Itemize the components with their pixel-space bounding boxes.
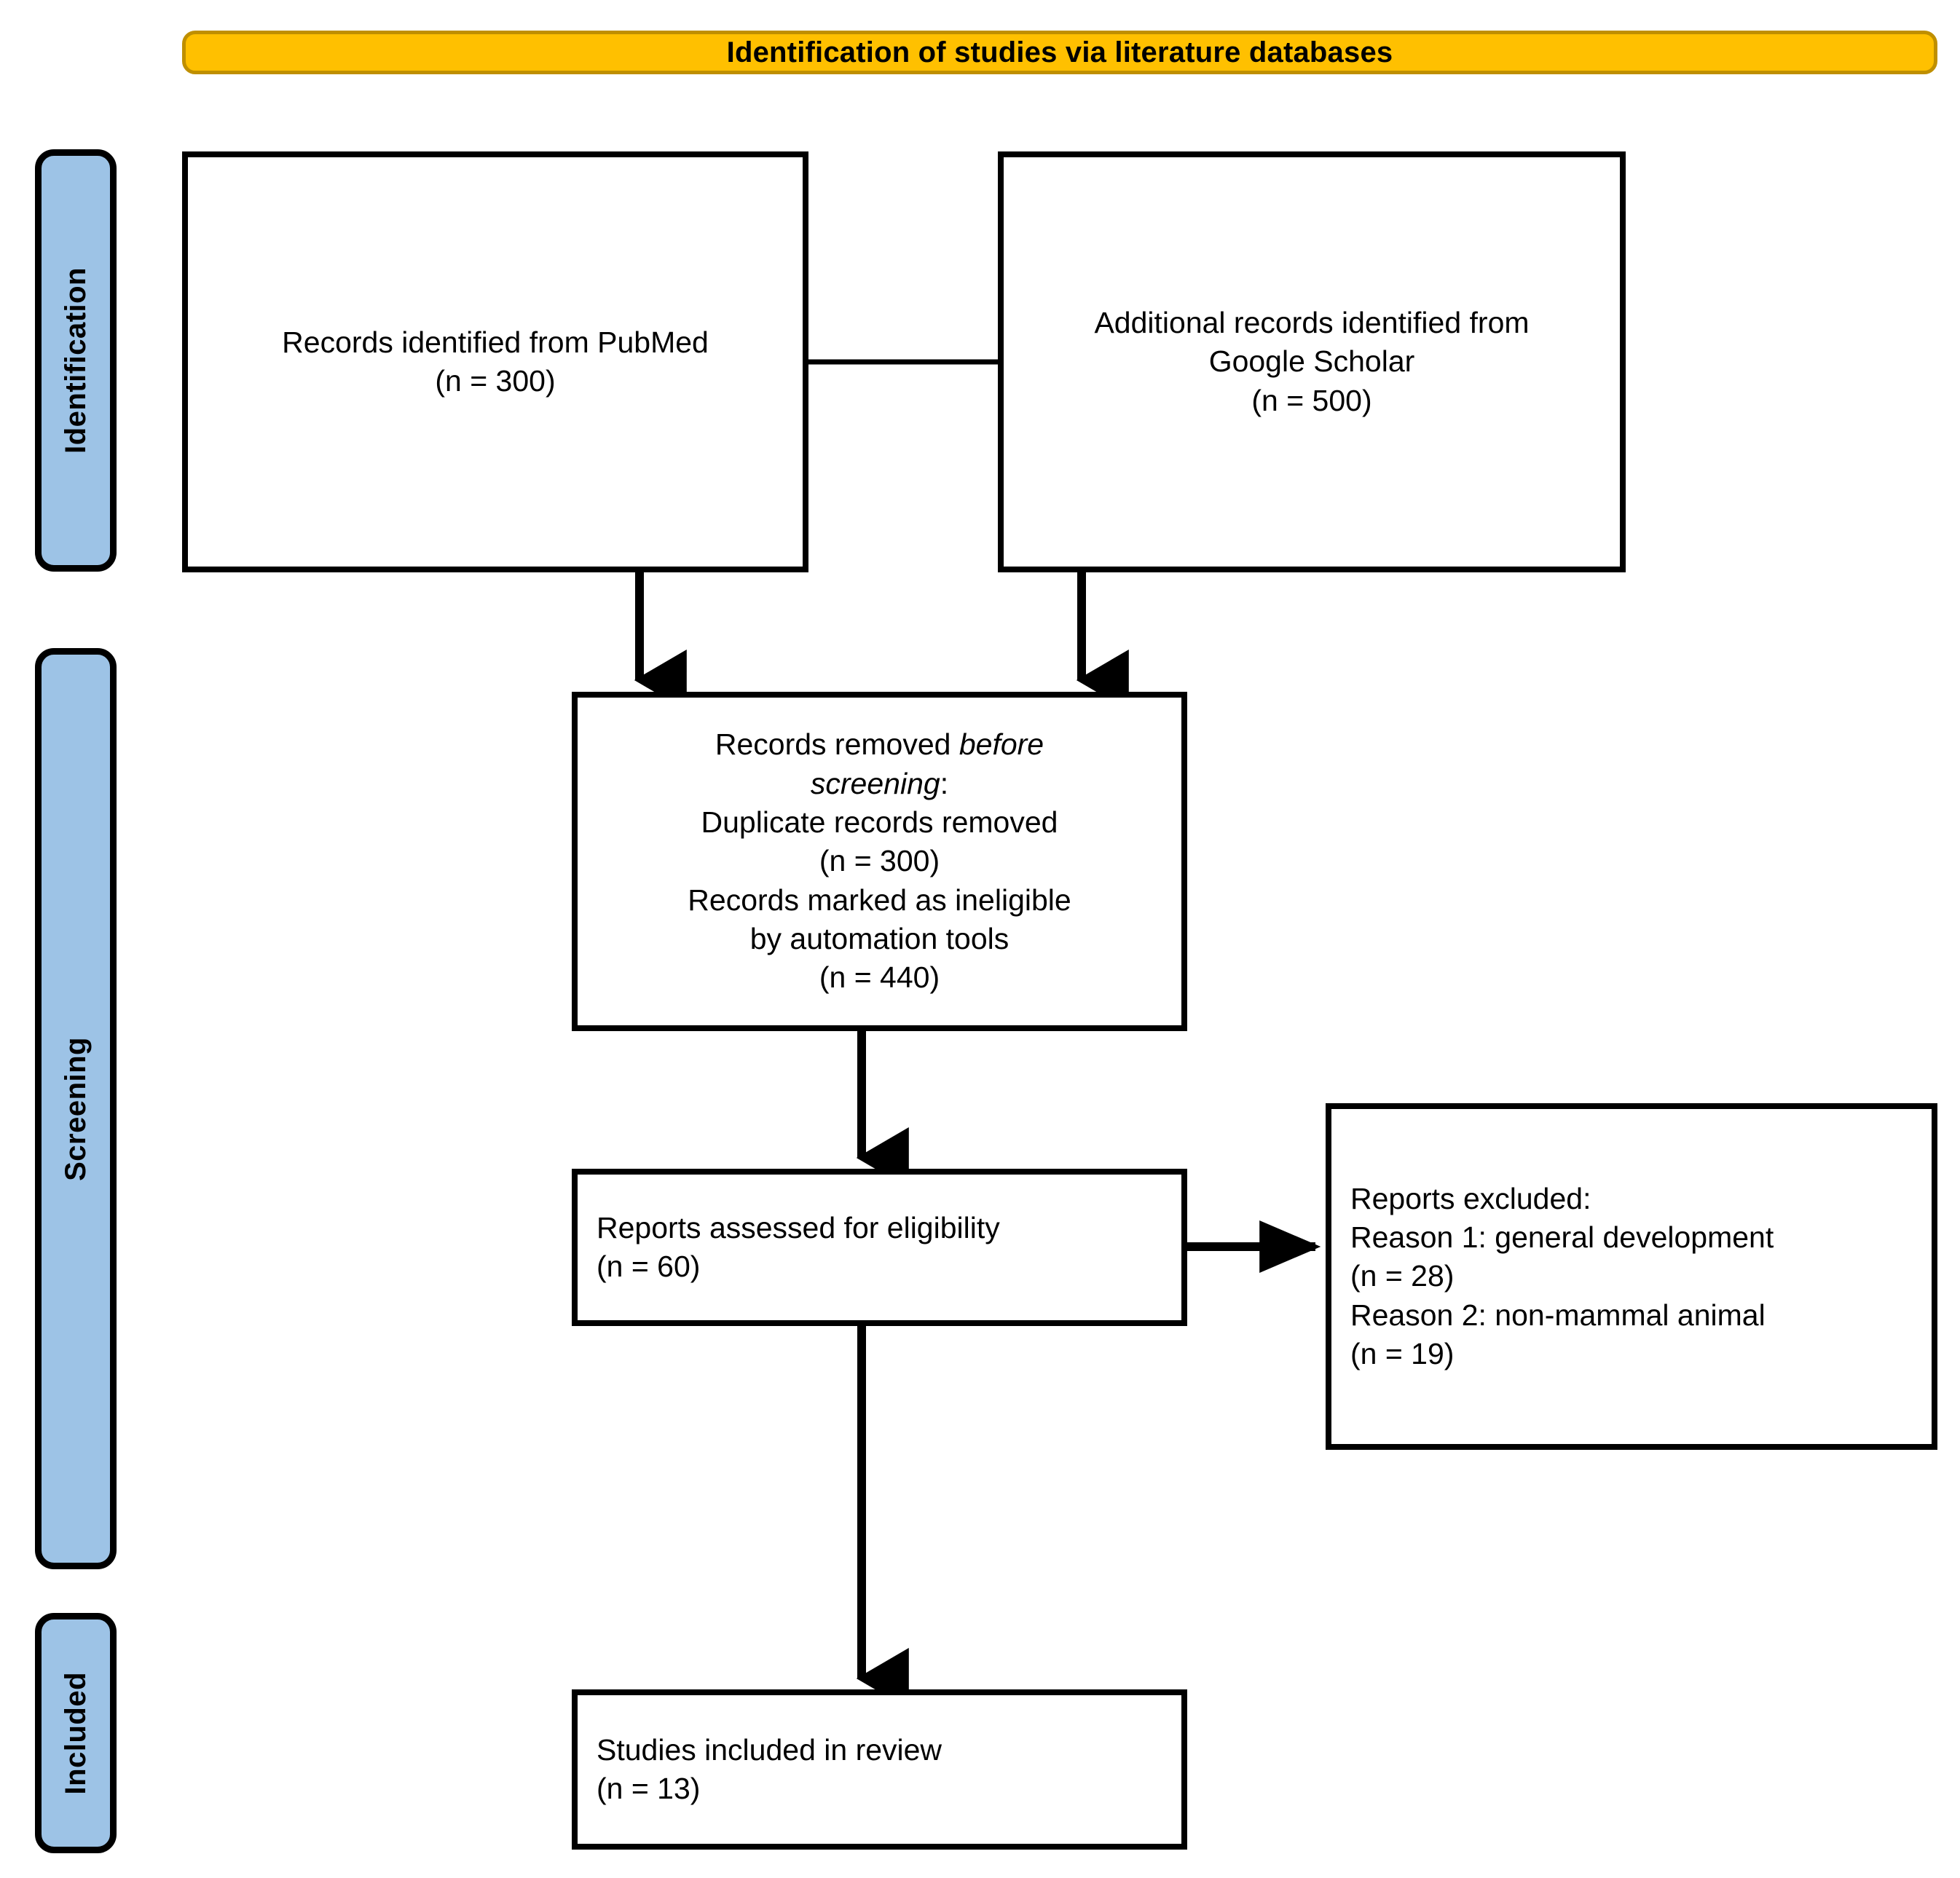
phase-tab-screening: Screening — [35, 648, 117, 1569]
box-studies-included-in-review: Studies included in review (n = 13) — [572, 1689, 1187, 1850]
box-removed-line-6: by automation tools — [749, 921, 1009, 955]
phase-tab-included: Included — [35, 1613, 117, 1853]
box-eligibility-count: (n = 60) — [597, 1250, 701, 1283]
box-removed-line-3: Duplicate records removed — [701, 805, 1058, 840]
box-removed-line-2-suffix: : — [940, 766, 949, 800]
box-scholar-count: (n = 500) — [1251, 383, 1372, 417]
box-included-count: (n = 13) — [597, 1772, 701, 1805]
box-removed-line-1: Records removed before — [597, 725, 1162, 764]
phase-tab-identification: Identification — [35, 149, 117, 572]
phase-tab-included-label: Included — [59, 1671, 92, 1795]
box-excluded-line-1: Reports excluded: — [1350, 1181, 1591, 1215]
box-pubmed-count: (n = 300) — [435, 364, 556, 398]
box-excluded-reason-1-count: (n = 28) — [1350, 1259, 1455, 1293]
box-removed-line-5: Records marked as ineligible — [688, 883, 1071, 917]
box-removed-line-1-italic: before — [959, 727, 1044, 762]
box-eligibility-line-1: Reports assessed for eligibility — [597, 1210, 1000, 1244]
box-records-removed-before-screening: Records removed before screening: Duplic… — [572, 692, 1187, 1031]
box-removed-line-2-italic: screening — [810, 766, 940, 800]
box-removed-line-2: screening: — [597, 765, 1162, 803]
box-scholar-line-2: Google Scholar — [1208, 344, 1415, 379]
banner-identification-databases: Identification of studies via literature… — [182, 31, 1937, 74]
box-reports-excluded: Reports excluded: Reason 1: general deve… — [1326, 1103, 1937, 1450]
box-records-identified-pubmed: Records identified from PubMed (n = 300) — [182, 151, 808, 572]
phase-tab-screening-label: Screening — [59, 1036, 92, 1181]
box-excluded-reason-1: Reason 1: general development — [1350, 1220, 1774, 1255]
box-included-line-1: Studies included in review — [597, 1732, 942, 1767]
box-removed-automation-count: (n = 440) — [819, 960, 940, 995]
box-excluded-reason-2-count: (n = 19) — [1350, 1336, 1455, 1370]
box-excluded-reason-2: Reason 2: non-mammal animal — [1350, 1298, 1766, 1332]
banner-title: Identification of studies via literature… — [726, 36, 1393, 68]
phase-tab-identification-label: Identification — [59, 267, 92, 454]
box-removed-duplicates-count: (n = 300) — [819, 844, 940, 878]
box-records-identified-google-scholar: Additional records identified from Googl… — [998, 151, 1626, 572]
box-pubmed-line-1: Records identified from PubMed — [282, 325, 709, 359]
box-removed-line-1-prefix: Records removed — [715, 727, 959, 762]
box-scholar-line-1: Additional records identified from — [1094, 306, 1530, 340]
box-reports-assessed-for-eligibility: Reports assessed for eligibility (n = 60… — [572, 1169, 1187, 1326]
